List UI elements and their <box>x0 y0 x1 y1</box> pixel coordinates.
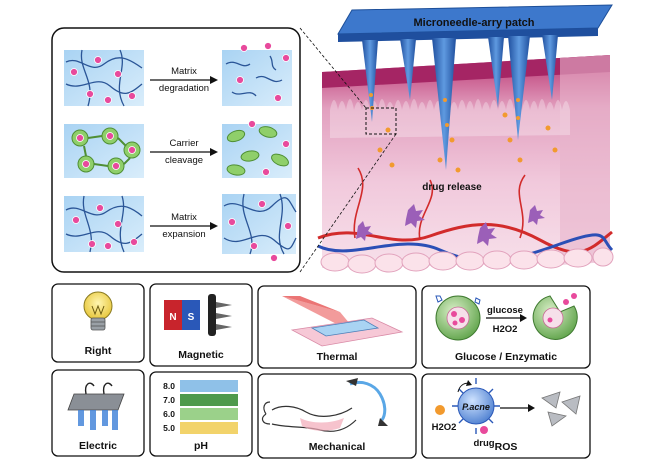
capillaries <box>353 167 526 241</box>
bacteria-icon: P.acne <box>452 378 500 434</box>
drug-dot <box>480 426 488 434</box>
stimulus-label: Thermal <box>317 351 358 363</box>
mechanism-label-line1: Matrix <box>171 66 197 77</box>
mechanism-label-line2: cleavage <box>165 155 203 166</box>
needle <box>488 37 504 108</box>
fragmented-carrier-icon <box>541 391 581 427</box>
mechanism-row-degradation: Matrix degradation <box>64 42 292 107</box>
needle <box>542 35 558 100</box>
glucose-h2o2-label: H2O2 <box>493 324 518 335</box>
needle <box>400 39 416 100</box>
arrowhead <box>520 314 527 322</box>
laser-heating-icon <box>282 296 404 347</box>
stimulus-thermal: Thermal <box>257 285 417 369</box>
drug-particles <box>72 204 138 250</box>
mechanism-label-line2: degradation <box>159 83 209 94</box>
needles <box>362 35 558 170</box>
stimulus-mechanical: Mechanical <box>257 373 417 459</box>
degraded-fragments <box>225 55 283 97</box>
stimulus-label: Electric <box>79 440 117 452</box>
ros-h2o2-label: H2O2 <box>432 422 457 433</box>
patch-backing-edge <box>338 28 598 42</box>
ph-scale: 8.0 7.0 6.0 5.0 <box>163 380 238 434</box>
stimulus-card <box>257 373 417 459</box>
ph-level-label: 6.0 <box>163 409 175 419</box>
stimulus-card <box>51 369 145 457</box>
ph-swatch-8 <box>180 380 238 392</box>
arm-stretch-icon <box>261 378 388 432</box>
mechanism-row-cleavage: Carrier cleavage <box>64 120 292 178</box>
zoom-line-top <box>299 27 367 109</box>
carriers <box>71 127 141 175</box>
released-drug-particles <box>248 120 290 176</box>
arrowhead <box>210 76 218 84</box>
released-drug-dots <box>377 112 558 173</box>
ph-level-label: 5.0 <box>163 423 175 433</box>
cleaved-carriers <box>226 126 289 176</box>
h2o2-dot <box>435 405 445 415</box>
light-bulb-icon <box>83 291 113 331</box>
arrowhead <box>210 148 218 156</box>
zoom-line-bottom <box>299 133 397 273</box>
arrowhead <box>466 380 472 386</box>
mechanism-row-expansion: Matrix expansion <box>64 193 297 262</box>
magnetic-microneedle-icon <box>208 294 232 336</box>
ph-level-label: 7.0 <box>163 395 175 405</box>
arrowhead <box>528 404 535 412</box>
patch-label: Microneedle-arry patch <box>413 17 534 29</box>
ph-swatch-6 <box>180 408 238 420</box>
polymer-network <box>65 195 143 253</box>
immune-cells <box>356 204 545 246</box>
stimulus-light: Right <box>51 283 145 363</box>
dermal-papillae <box>330 99 570 138</box>
stimulus-glucose: glucose H2O2 Glucose / Enzymatic <box>421 285 591 369</box>
stimulus-electric: Electric <box>51 369 145 457</box>
released-drug-particles <box>236 42 290 102</box>
ph-swatch-5 <box>180 422 238 434</box>
stimulus-label: ROS <box>495 441 518 453</box>
stimulus-ph: 8.0 7.0 6.0 5.0 pH <box>149 371 253 457</box>
zoom-region-box <box>365 107 397 135</box>
needle-drug-dots <box>369 93 520 127</box>
crosslinks <box>83 135 131 167</box>
magnet-icon: N S <box>164 300 200 330</box>
fat-cells <box>320 247 614 274</box>
polymer-network <box>65 49 143 107</box>
needle <box>432 38 456 170</box>
mechanism-label-line1: Matrix <box>171 212 197 223</box>
ros-drug-label: drug <box>473 438 494 449</box>
ph-level-label: 8.0 <box>163 381 175 391</box>
epidermis-layer <box>322 55 610 88</box>
arrowhead <box>210 222 218 230</box>
skin-side-face <box>560 55 610 265</box>
stimulus-magnetic: N S Magnetic <box>149 283 253 367</box>
opened-sphere-icon <box>532 293 578 340</box>
stimulus-ros: P.acne H2O2 drug ROS <box>421 373 591 459</box>
bacteria-label: P.acne <box>462 402 490 412</box>
stimulus-label: Magnetic <box>178 349 224 361</box>
skin-section: drug release <box>317 55 614 274</box>
mechanism-label-line1: Carrier <box>169 138 198 149</box>
glucose-arrow-label: glucose <box>487 305 523 316</box>
stimulus-label: pH <box>194 440 208 452</box>
magnet-n-label: N <box>169 312 176 323</box>
stimulus-label: Glucose / Enzymatic <box>455 351 557 363</box>
ph-swatch-7 <box>180 394 238 406</box>
mechanism-label-line2: expansion <box>162 229 205 240</box>
release-mechanism-panel: Matrix degradation <box>51 27 301 273</box>
stimulus-label: Right <box>85 345 112 357</box>
drug-particles <box>70 56 136 104</box>
expanded-network <box>223 193 297 255</box>
drug-release-label: drug release <box>422 182 482 193</box>
stimulus-label: Mechanical <box>309 441 366 453</box>
microneedle-patch: Microneedle-arry patch <box>337 4 613 170</box>
needle <box>362 40 378 122</box>
needle <box>508 36 530 140</box>
magnet-s-label: S <box>188 312 195 323</box>
electrode-device-icon <box>67 382 125 430</box>
released-drug-particles <box>228 200 292 262</box>
glucose-sensitive-sphere-icon <box>435 295 481 341</box>
